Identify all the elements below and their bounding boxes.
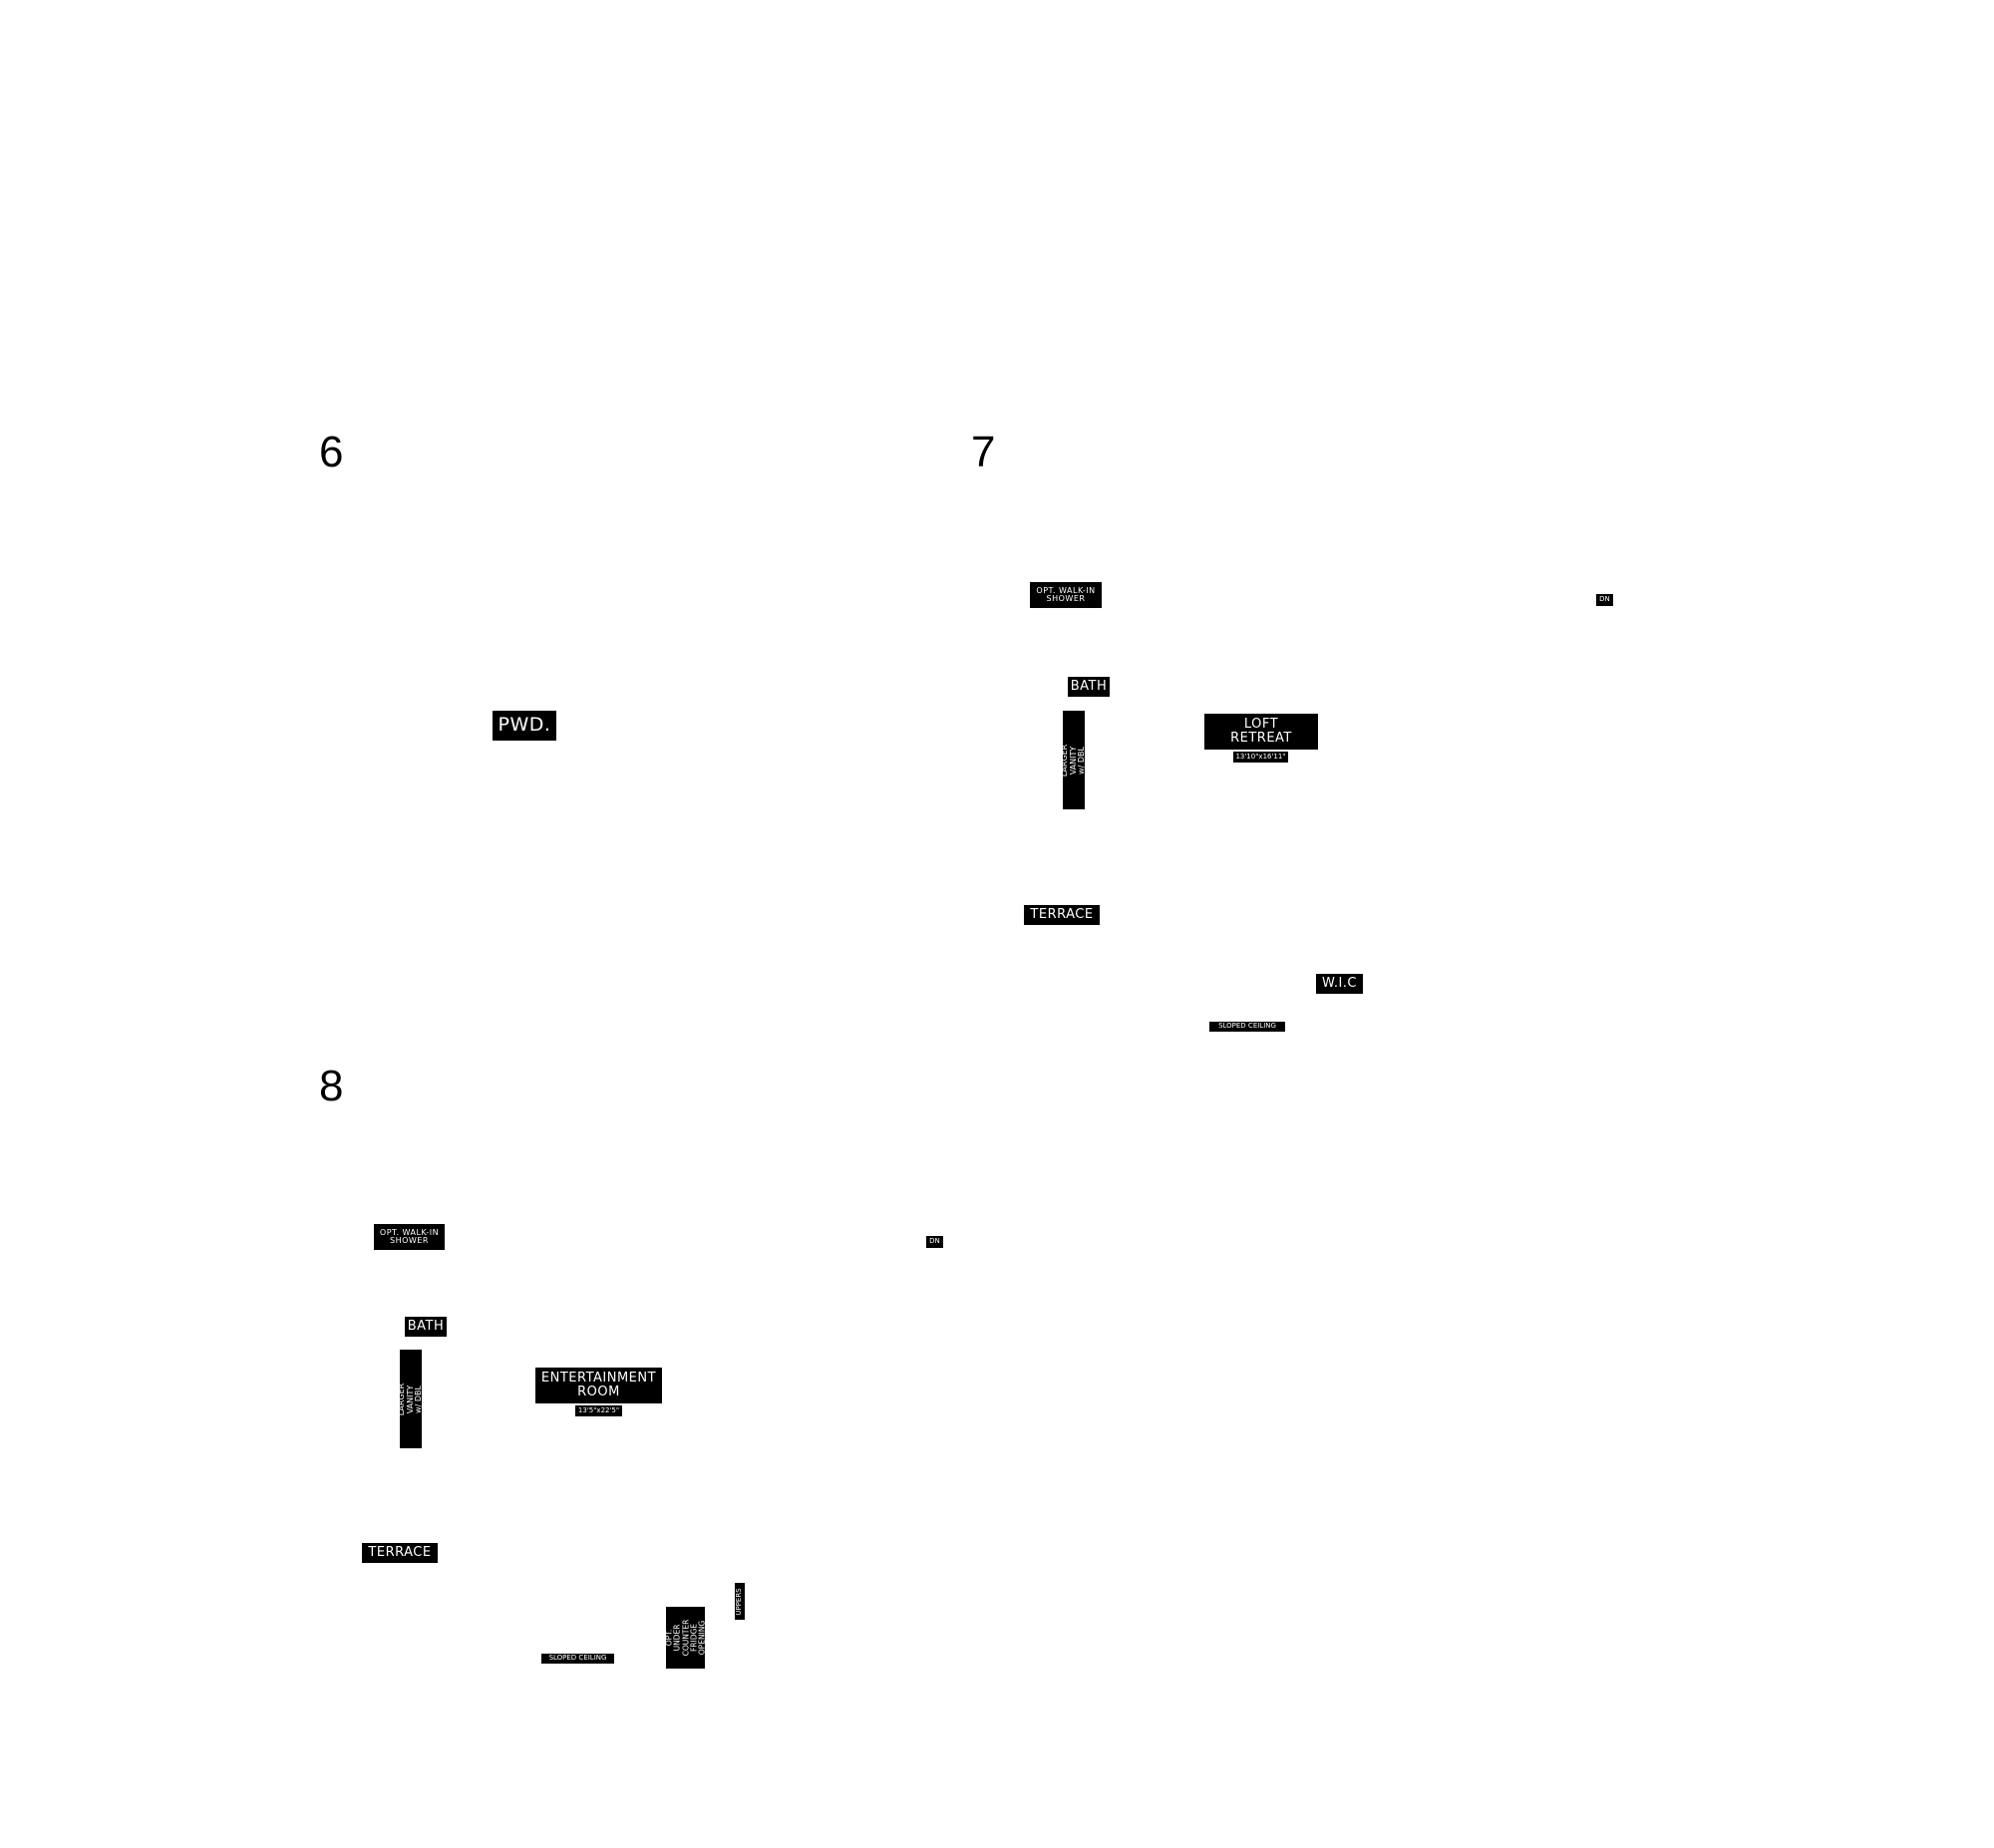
panel-7-vanity-label: OPT. LARGER VANITY w/ DBL SINKS — [1063, 711, 1085, 809]
panel-8-terrace-label: TERRACE — [362, 1543, 438, 1563]
loft-retreat-dimensions: 13'10"x16'11" — [1233, 752, 1288, 763]
panel-7-bath-label: BATH — [1068, 677, 1110, 697]
entertainment-room-dimensions: 13'5"x22'5" — [575, 1405, 622, 1416]
panel-8-vanity-label: OPT. LARGER VANITY w/ DBL SINKS — [400, 1350, 422, 1448]
panel-7-sloped-ceiling-label: SLOPED CEILING — [1209, 1022, 1285, 1032]
panel-8-sloped-ceiling-label: SLOPED CEILING — [541, 1654, 614, 1664]
panel-7-number: 7 — [971, 428, 996, 476]
panel-8-number: 8 — [319, 1062, 344, 1110]
uppers-text: UPPERS — [735, 1587, 744, 1616]
uppers-label: UPPERS — [735, 1583, 745, 1620]
fridge-opening-text: OPT. UNDER COUNTER FRIDGE OPENING — [666, 1619, 705, 1657]
panel-7-terrace-label: TERRACE — [1024, 905, 1100, 925]
panel-6-number: 6 — [319, 428, 344, 476]
panel-8-walk-in-shower-label: OPT. WALK-IN SHOWER — [374, 1224, 445, 1250]
panel-7-vanity-text: OPT. LARGER VANITY w/ DBL SINKS — [1063, 744, 1085, 776]
wic-label: W.I.C — [1316, 974, 1363, 994]
panel-7-walk-in-shower-label: OPT. WALK-IN SHOWER — [1030, 582, 1102, 608]
pwd-label: PWD. — [493, 711, 556, 741]
panel-8-bath-label: BATH — [405, 1317, 447, 1337]
panel-7-dn-label: DN — [1596, 594, 1613, 606]
panel-8-vanity-text: OPT. LARGER VANITY w/ DBL SINKS — [400, 1383, 422, 1415]
panel-8-dn-label: DN — [926, 1236, 943, 1248]
loft-retreat-label: LOFT RETREAT — [1204, 714, 1318, 750]
entertainment-room-label: ENTERTAINMENT ROOM — [535, 1368, 662, 1403]
fridge-opening-label: OPT. UNDER COUNTER FRIDGE OPENING — [666, 1607, 705, 1669]
